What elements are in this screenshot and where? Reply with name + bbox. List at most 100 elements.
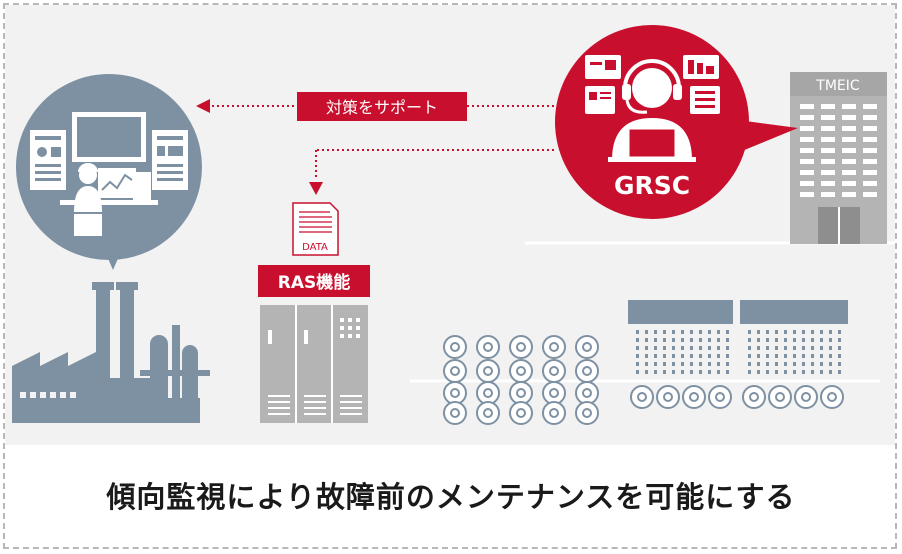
building-window — [800, 126, 814, 131]
cabinet-vent — [268, 407, 290, 409]
nozzle-dot — [811, 338, 814, 342]
building-window — [842, 104, 856, 109]
nozzle-dot — [748, 370, 751, 374]
nozzle-dot — [663, 330, 666, 334]
nozzle-dot — [636, 354, 639, 358]
nozzle-dot — [793, 370, 796, 374]
nozzle-dot — [672, 338, 675, 342]
cabinet-indicator — [340, 318, 344, 322]
desk-monitor-icon — [98, 168, 136, 198]
production-line — [410, 300, 880, 425]
building-window — [863, 170, 877, 175]
nozzle-dot — [654, 354, 657, 358]
nozzle-dot — [726, 362, 729, 366]
nozzle-dot — [672, 346, 675, 350]
cabinet-vent — [340, 395, 362, 397]
nozzle-dot — [757, 354, 760, 358]
building-window — [821, 126, 835, 131]
nozzle-dot — [726, 354, 729, 358]
support-label-box — [297, 92, 467, 121]
roll-icon — [476, 335, 500, 359]
nozzle-dot — [717, 346, 720, 350]
nozzle-dot — [645, 362, 648, 366]
nozzle-dot — [793, 346, 796, 350]
local-operator-circle — [16, 74, 202, 270]
nozzle-dot — [681, 362, 684, 366]
building-window — [842, 137, 856, 142]
nozzle-dot — [717, 362, 720, 366]
building-window — [863, 104, 877, 109]
nozzle-dot — [829, 354, 832, 358]
nozzle-dot — [636, 370, 639, 374]
building-label: TMEIC — [815, 78, 860, 94]
nozzle-dot — [636, 362, 639, 366]
nozzle-dot — [757, 346, 760, 350]
building-window — [821, 192, 835, 197]
building-window — [821, 181, 835, 186]
nozzle-dot — [699, 362, 702, 366]
nozzle-dot — [784, 370, 787, 374]
nozzle-dot — [663, 370, 666, 374]
cabinet-indicator — [348, 318, 352, 322]
nozzle-dot — [645, 330, 648, 334]
building-window — [821, 159, 835, 164]
nozzle-dot — [748, 354, 751, 358]
nozzle-dot — [811, 370, 814, 374]
nozzle-dot — [726, 346, 729, 350]
nozzle-dot — [645, 338, 648, 342]
nozzle-dot — [784, 330, 787, 334]
nozzle-dot — [636, 338, 639, 342]
nozzle-dot — [838, 338, 841, 342]
nozzle-dot — [775, 346, 778, 350]
nozzle-dot — [708, 362, 711, 366]
cabinet-indicator — [356, 318, 360, 322]
building-window — [800, 159, 814, 164]
nozzle-dot — [654, 362, 657, 366]
building-window — [821, 148, 835, 153]
building-window — [842, 126, 856, 131]
nozzle-dot — [672, 330, 675, 334]
roll-icon — [443, 335, 467, 359]
nozzle-dot — [708, 330, 711, 334]
roll-icon — [542, 401, 566, 425]
nozzle-dot — [672, 370, 675, 374]
nozzle-dot — [717, 370, 720, 374]
nozzle-dot — [636, 346, 639, 350]
nozzle-dot — [748, 330, 751, 334]
nozzle-dot — [717, 354, 720, 358]
cabinet-vent — [304, 395, 326, 397]
data-document: DATA — [292, 202, 339, 256]
nozzle-dot — [681, 354, 684, 358]
nozzle-dot — [699, 330, 702, 334]
nozzle-dot — [663, 338, 666, 342]
factory — [12, 282, 210, 423]
nozzle-dot — [654, 338, 657, 342]
cabinet-vent — [268, 413, 290, 415]
nozzle-dot — [793, 338, 796, 342]
building-window — [842, 170, 856, 175]
nozzle-dot — [766, 346, 769, 350]
nozzle-dot — [775, 370, 778, 374]
nozzle-dot — [829, 370, 832, 374]
building-window — [800, 192, 814, 197]
building-window — [800, 104, 814, 109]
building-window — [863, 192, 877, 197]
roll-icon — [542, 381, 566, 405]
data-label: DATA — [302, 242, 328, 253]
nozzle-dot — [820, 338, 823, 342]
nozzle-dot — [663, 346, 666, 350]
building-window — [842, 115, 856, 120]
nozzle-dot — [690, 370, 693, 374]
nozzle-dot — [672, 354, 675, 358]
nozzle-dot — [726, 370, 729, 374]
ras-label-box — [258, 265, 370, 297]
roll-icon — [542, 359, 566, 383]
building-window — [842, 159, 856, 164]
press-unit-1 — [628, 300, 733, 324]
nozzle-dot — [829, 362, 832, 366]
nozzle-dot — [757, 370, 760, 374]
nozzle-dot — [775, 362, 778, 366]
nozzle-dot — [654, 346, 657, 350]
nozzle-dot — [775, 330, 778, 334]
nozzle-dot — [699, 338, 702, 342]
